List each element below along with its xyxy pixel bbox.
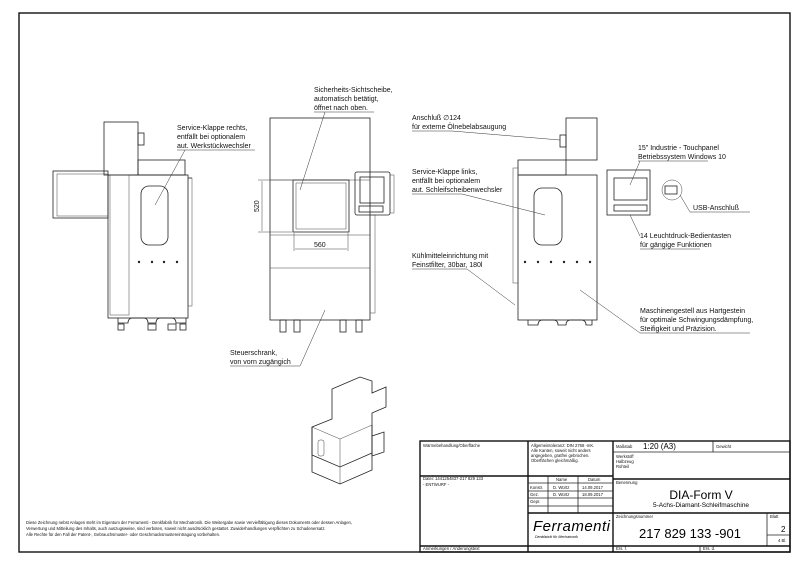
- note-safety-window-2: automatisch betätigt,: [314, 96, 379, 103]
- semi-finished-label: Halbzeug: [616, 459, 634, 464]
- note-usb: USB-Anschluß: [693, 205, 739, 212]
- copyright-line-2: Verwertung und Mitteilung des Inhalts, a…: [26, 526, 326, 531]
- note-coolant-1: Kühlmitteleinrichtung mit: [412, 253, 488, 260]
- row-name: D. Würtz: [553, 492, 569, 497]
- row-role: Konstr.: [530, 485, 543, 490]
- dimension-height: 520: [254, 179, 292, 233]
- note-connection-1: Anschluß ∅124: [412, 115, 461, 122]
- status-draft: - ENTWURF -: [423, 482, 450, 487]
- row-date: 18.09.2017: [582, 492, 604, 497]
- note-buttons-1: 14 Leuchtdruck-Bedientasten: [640, 233, 731, 240]
- tolerance-line-2: Alle Kanten, soweit nicht anders: [531, 448, 591, 453]
- drawing-number: 217 829 133 -901: [639, 526, 741, 541]
- annotations: Service-Klappe rechts, entfällt bei opti…: [177, 87, 753, 366]
- note-service-right-1: Service-Klappe rechts,: [177, 125, 247, 132]
- row-name: D. Würtz: [553, 485, 569, 490]
- raw-part-label: Rohteil: [616, 464, 629, 469]
- row-date: 14.09.2017: [582, 485, 604, 490]
- note-service-left-3: aut. Schleifscheibenwechsler: [412, 187, 503, 194]
- sheet-number: 2: [781, 525, 786, 534]
- note-safety-window-1: Sicherheits-Sichtscheibe,: [314, 87, 393, 94]
- ferramenti-logo: Ferramenti: [533, 518, 611, 535]
- drawing-title: DIA-Form V: [669, 488, 732, 502]
- usb-port-detail: [661, 179, 683, 201]
- note-service-left-2: entfällt bei optionalem: [412, 178, 480, 185]
- note-touchpanel-1: 15" Industrie - Touchpanel: [638, 145, 719, 152]
- leader-lines: [154, 111, 750, 367]
- surface-label: Wärmebehandlung/Oberfläche: [423, 443, 481, 448]
- sheets-total: 4 Bl.: [778, 538, 786, 543]
- tolerance-line-3: angegeben, gratfrei gebrochen.: [531, 453, 589, 458]
- dimension-width: 560: [293, 233, 349, 251]
- drawing-number-label: Zeichnungsnummer: [616, 514, 654, 519]
- row-role: Gepr.: [530, 499, 540, 504]
- operator-panel: [606, 169, 651, 216]
- remarks-label: Anmerkungen / Änderungstext: [423, 546, 480, 551]
- drawing-subtitle: 5-Achs-Diamant-Schleifmaschine: [653, 502, 749, 509]
- note-frame-2: für optimale Schwingungsdämpfung,: [640, 317, 753, 324]
- note-frame-3: Steifigkeit und Präzision.: [640, 326, 717, 333]
- note-frame-1: Maschinengestell aus Hartgestein: [640, 308, 745, 315]
- front-view: 520 560: [254, 117, 395, 333]
- side-view-left: [512, 117, 683, 326]
- dimension-520: 520: [254, 200, 261, 212]
- note-safety-window-3: öffnet nach oben.: [314, 105, 368, 112]
- dimension-560: 560: [314, 242, 326, 249]
- scale-value: 1:20 (A3): [643, 442, 676, 451]
- note-service-left-1: Service-Klappe links,: [412, 169, 477, 176]
- ferramenti-logo-sub: Denkfabrik für Mechatronik: [535, 535, 578, 539]
- note-coolant-2: Feinstfilter, 30bar, 180l: [412, 262, 483, 269]
- col-date: Datum: [588, 477, 601, 482]
- copyright-notice: Diese Zeichnung nebst Anlagen steht im E…: [26, 520, 352, 537]
- replaced-by-label: Ers. d.: [703, 546, 715, 551]
- col-name: Name: [556, 477, 568, 482]
- note-service-right-3: aut. Werkstückwechsler: [177, 143, 251, 150]
- note-touchpanel-2: Betriebssystem Windows 10: [638, 154, 726, 161]
- title-block: Wärmebehandlung/Oberfläche Allgemeintole…: [419, 440, 791, 553]
- scale-label: Maßstab: [616, 444, 633, 449]
- file-name: Datei: 1441254837-217 829 133: [423, 476, 484, 481]
- note-connection-2: für externe Ölnebelabsaugung: [412, 123, 506, 131]
- note-buttons-2: für gängige Funktionen: [640, 242, 712, 249]
- sheet-label: Blatt: [770, 514, 779, 519]
- row-role: Gez.: [530, 492, 539, 497]
- weight-label: Gewicht: [716, 444, 732, 449]
- isometric-view: [311, 376, 387, 485]
- note-cabinet-2: von vorn zugängich: [230, 359, 291, 366]
- replaces-label: Ers. f.: [616, 546, 627, 551]
- note-service-right-2: entfällt bei optionalem: [177, 134, 245, 141]
- tolerance-line-1: Allgemeintoleranz: DIN 2768 -mK.: [531, 443, 594, 448]
- note-cabinet-1: Steuerschrank,: [230, 350, 277, 357]
- side-view-right: [52, 121, 193, 331]
- tolerance-line-4: Oberflächen gleichmäßig.: [531, 458, 579, 463]
- designation-label: Benennung: [616, 480, 638, 485]
- copyright-line-1: Diese Zeichnung nebst Anlagen steht im E…: [26, 520, 352, 525]
- drawing-frame: [18, 12, 791, 553]
- material-label: Werkstoff: [616, 454, 634, 459]
- copyright-line-3: Alle Rechte für den Fall der Patent-, Ge…: [26, 532, 220, 537]
